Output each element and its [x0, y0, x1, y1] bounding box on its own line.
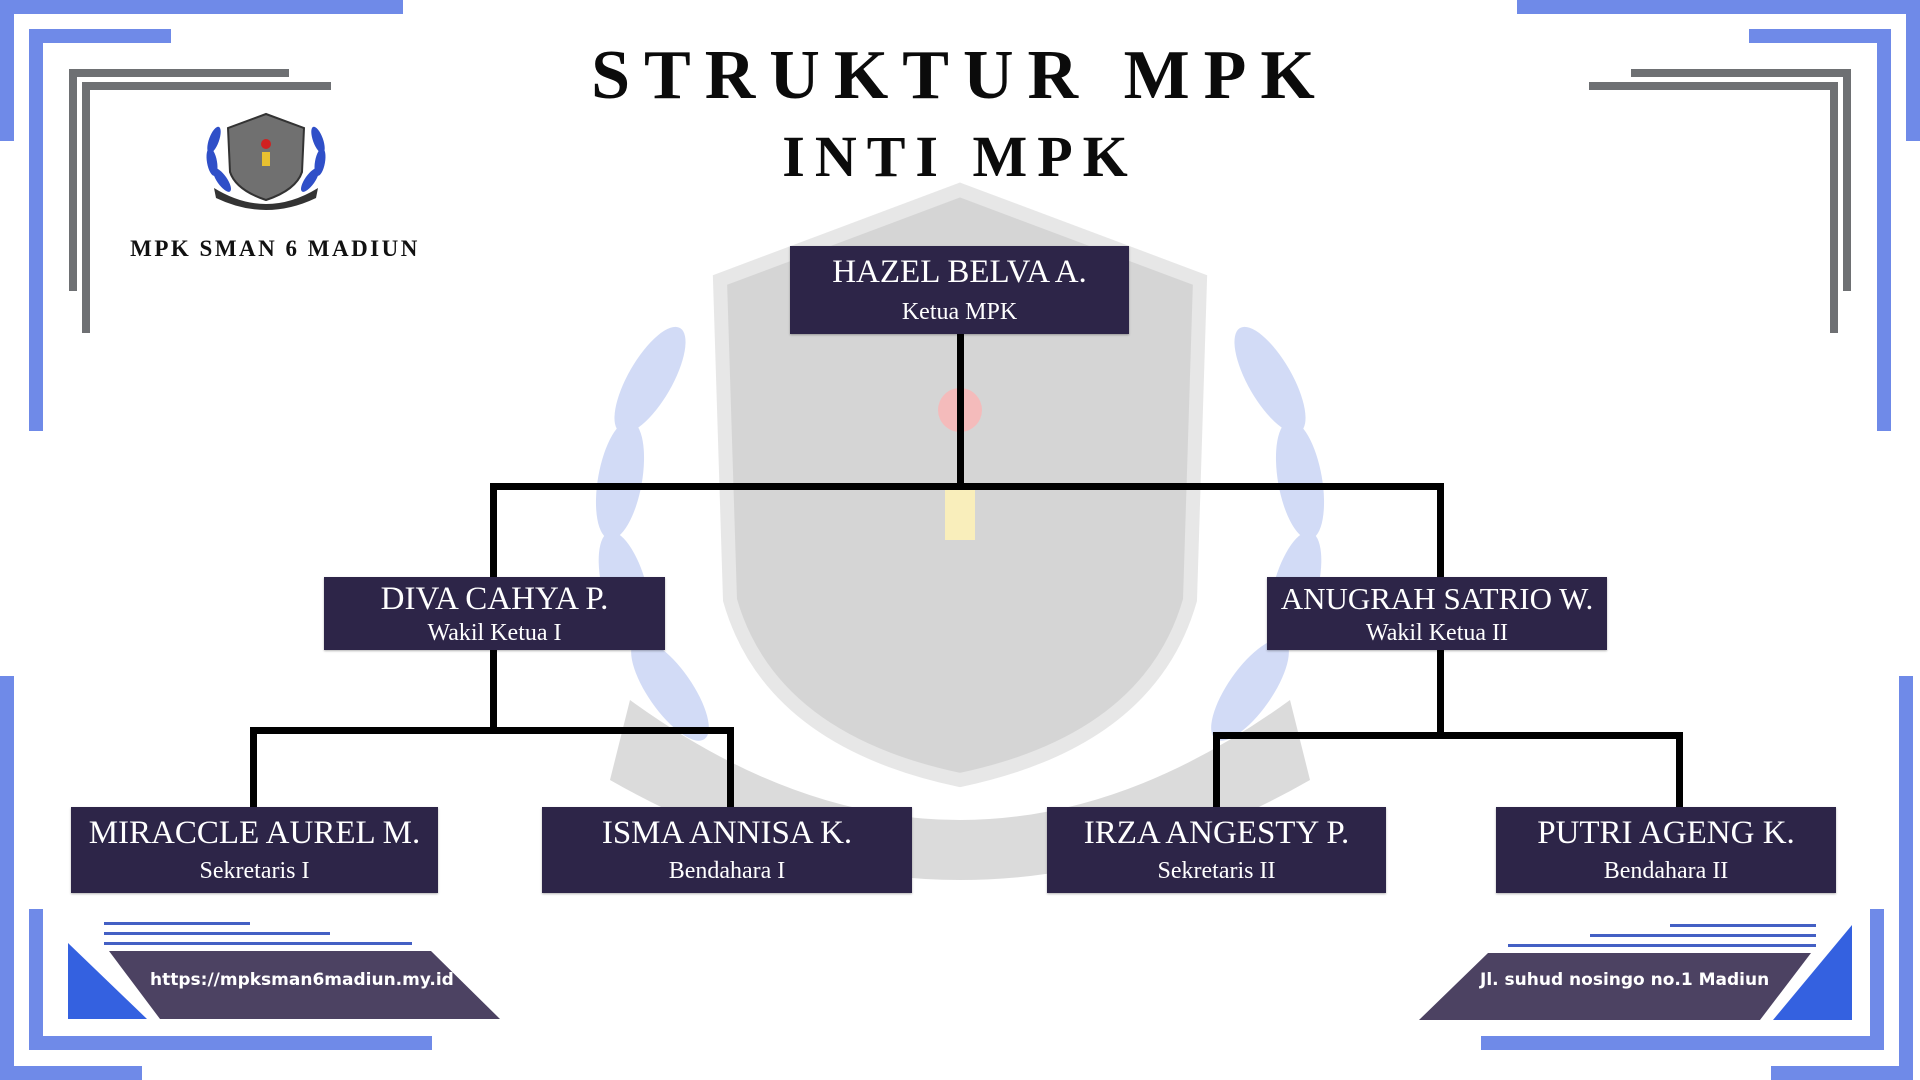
footer-line — [104, 922, 250, 925]
node-name: HAZEL BELVA A. — [832, 254, 1087, 290]
connector — [250, 727, 257, 808]
org-name: MPK SMAN 6 MADIUN — [130, 236, 420, 261]
frame-tr-inner-right — [1877, 29, 1891, 431]
node-role: Bendahara I — [668, 858, 786, 884]
node-name: DIVA CAHYA P. — [380, 580, 609, 617]
frame-tr-inner-top — [1749, 29, 1891, 43]
frame-tr-gray-2-top — [1589, 82, 1838, 90]
node-name: MIRACCLE AUREL M. — [88, 815, 421, 851]
node-role: Sekretaris II — [1157, 858, 1276, 884]
frame-tr-gray-2-right — [1830, 82, 1838, 333]
node-ketua: HAZEL BELVA A. Ketua MPK — [790, 246, 1129, 334]
node-bendahara-2: PUTRI AGENG K. Bendahara II — [1496, 807, 1836, 893]
footer-line — [1670, 924, 1816, 927]
connector — [1437, 483, 1444, 578]
frame-tl-outer-top — [0, 0, 403, 14]
connector — [490, 650, 497, 734]
frame-tl-outer-left — [0, 0, 14, 141]
website-link[interactable]: https://mpksman6madiun.my.id — [150, 970, 454, 990]
frame-br-outer-right — [1899, 676, 1913, 1080]
connector — [1437, 650, 1444, 739]
connector — [1213, 732, 1683, 739]
frame-br-outer-bottom — [1771, 1066, 1913, 1080]
connector — [1676, 732, 1683, 808]
node-sekretaris-2: IRZA ANGESTY P. Sekretaris II — [1047, 807, 1386, 893]
node-role: Wakil Ketua I — [427, 619, 562, 646]
connector — [957, 334, 964, 490]
banner-shape — [109, 951, 500, 1019]
node-name: ANUGRAH SATRIO W. — [1280, 580, 1594, 616]
node-name: IRZA ANGESTY P. — [1083, 815, 1350, 851]
frame-tl-gray-1-left — [69, 69, 77, 291]
frame-bl-inner-left — [29, 909, 43, 1050]
node-role: Bendahara II — [1603, 858, 1729, 884]
frame-tr-gray-1-right — [1843, 69, 1851, 291]
banner-shape — [1419, 953, 1811, 1020]
frame-tr-gray-1-top — [1631, 69, 1851, 77]
node-wakil-1: DIVA CAHYA P. Wakil Ketua I — [324, 577, 665, 650]
node-role: Wakil Ketua II — [1365, 619, 1508, 646]
mpk-logo — [206, 112, 326, 210]
connector — [1213, 732, 1220, 808]
triangle-decoration — [68, 943, 147, 1019]
frame-tl-gray-1-top — [69, 69, 289, 77]
connector — [727, 727, 734, 808]
frame-bl-inner-bottom — [29, 1036, 432, 1050]
address-text: Jl. suhud nosingo no.1 Madiun — [1480, 970, 1770, 990]
footer-line — [1508, 944, 1816, 947]
node-bendahara-1: ISMA ANNISA K. Bendahara I — [542, 807, 912, 893]
frame-bl-outer-bottom — [0, 1066, 142, 1080]
node-name: ISMA ANNISA K. — [601, 815, 853, 851]
footer-right-banner — [1419, 925, 1852, 1020]
node-name: PUTRI AGENG K. — [1537, 815, 1795, 851]
triangle-decoration — [1773, 925, 1852, 1020]
connector — [250, 727, 734, 734]
node-role: Sekretaris I — [199, 858, 310, 884]
node-sekretaris-1: MIRACCLE AUREL M. Sekretaris I — [71, 807, 438, 893]
frame-bl-outer-left — [0, 676, 14, 1080]
connector — [490, 483, 1444, 490]
frame-tl-gray-2-left — [82, 82, 90, 333]
connector — [490, 483, 497, 578]
page-subtitle: INTI MPK — [782, 124, 1138, 189]
frame-tr-outer-right — [1906, 0, 1920, 141]
frame-tl-inner-left — [29, 29, 43, 431]
page-title: STRUKTUR MPK — [591, 37, 1329, 114]
frame-br-inner-bottom — [1481, 1036, 1884, 1050]
frame-br-inner-right — [1870, 909, 1884, 1050]
footer-line — [104, 932, 330, 935]
frame-tr-outer-top — [1517, 0, 1920, 14]
footer-line — [1590, 934, 1816, 937]
node-role: Ketua MPK — [901, 299, 1018, 325]
frame-tl-gray-2-top — [82, 82, 331, 90]
frame-tl-inner-top — [29, 29, 171, 43]
node-wakil-2: ANUGRAH SATRIO W. Wakil Ketua II — [1267, 577, 1607, 650]
footer-left-banner — [68, 943, 500, 1019]
footer-line — [104, 942, 412, 945]
